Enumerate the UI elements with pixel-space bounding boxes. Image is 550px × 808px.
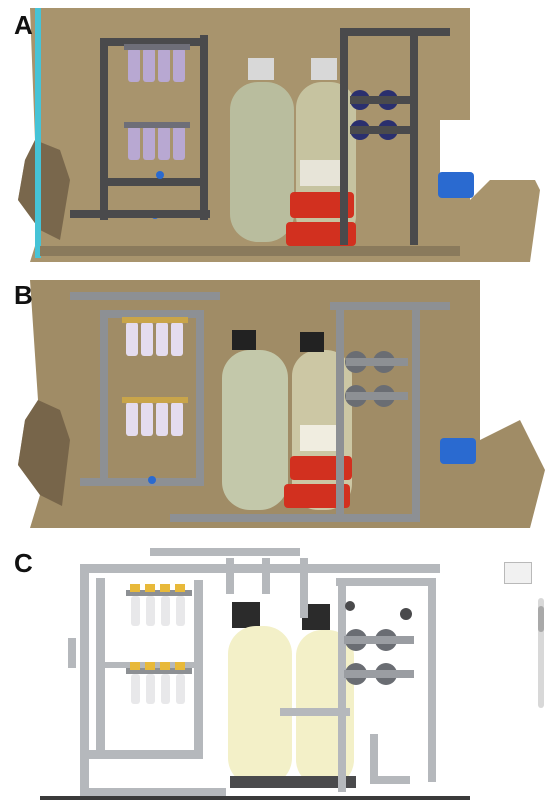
model-pipe	[150, 548, 300, 556]
pipe-vertical	[336, 304, 344, 514]
pipe-vertical	[196, 310, 204, 485]
model-pipe	[86, 788, 226, 796]
softener-tank-left	[230, 58, 294, 242]
pipe-horizontal	[80, 478, 204, 486]
pipe-horizontal	[70, 292, 220, 300]
model-floor-line	[40, 796, 470, 800]
pipe-horizontal	[100, 178, 208, 186]
pump-units	[286, 160, 356, 246]
pipe-horizontal	[340, 28, 450, 36]
scan-boundary-line	[35, 8, 41, 258]
model-pipe	[194, 580, 203, 758]
viewcube-icon[interactable]	[504, 562, 532, 584]
model-pipe	[80, 750, 110, 759]
model-pipe	[428, 582, 436, 782]
panel-a-point-cloud: A	[0, 0, 550, 262]
blue-fixture	[440, 438, 476, 464]
filter-bank-lower	[122, 397, 188, 436]
valve-manifold	[345, 351, 408, 407]
floor-edge	[40, 246, 460, 256]
pipe-vertical	[100, 40, 108, 220]
panel-label-b: B	[14, 280, 33, 310]
filter-bank-upper	[124, 44, 190, 82]
panel-label-a: A	[14, 10, 33, 40]
filter-bank-lower	[124, 122, 190, 160]
model-valve-manifold	[344, 601, 414, 685]
pipe-horizontal	[100, 38, 208, 46]
panel-b-scene	[0, 270, 550, 532]
model-pipe	[370, 776, 410, 784]
valve-manifold	[350, 90, 410, 140]
model-pipe	[338, 582, 346, 792]
panel-a-scene	[0, 0, 550, 262]
model-pipe	[80, 564, 89, 796]
panel-label-c: C	[14, 548, 33, 578]
model-pipe	[336, 578, 436, 586]
model-pipe	[280, 708, 350, 716]
pipe-vertical	[100, 310, 108, 485]
tank-base	[230, 776, 356, 788]
panel-c-scene	[0, 538, 550, 808]
pipe-vertical	[410, 30, 418, 245]
model-pipe	[96, 578, 105, 758]
panel-b-point-cloud: B	[0, 270, 550, 532]
pipe-vertical	[412, 304, 420, 514]
blue-fixture	[438, 172, 474, 198]
valve-blue	[156, 171, 164, 179]
filter-bank-upper	[122, 317, 188, 356]
panel-c-bim-model: C	[0, 538, 550, 808]
model-pipe	[262, 558, 270, 594]
wall-edge-speckle	[18, 140, 70, 240]
pipe-horizontal	[100, 310, 204, 318]
void-region	[440, 120, 550, 180]
pipe-horizontal	[70, 210, 210, 218]
model-pipe	[300, 558, 308, 618]
model-pipe	[226, 558, 234, 594]
pipe-horizontal	[170, 514, 420, 522]
softener-tank-left	[222, 330, 288, 510]
model-viewer-scrollbar[interactable]	[538, 598, 544, 708]
model-filter-bank-lower	[126, 662, 192, 704]
model-pipe	[80, 564, 440, 573]
model-pipe	[68, 638, 76, 668]
wall-edge-speckle	[18, 400, 70, 506]
model-filter-bank-upper	[126, 584, 192, 626]
model-pipe	[370, 734, 378, 782]
pipe-vertical	[340, 30, 348, 245]
model-pipe	[96, 750, 203, 759]
pipe-horizontal	[330, 302, 450, 310]
valve-blue	[148, 476, 156, 484]
scrollbar-thumb[interactable]	[538, 606, 544, 632]
model-softener-tank-left	[228, 602, 292, 786]
pipe-vertical	[200, 35, 208, 220]
